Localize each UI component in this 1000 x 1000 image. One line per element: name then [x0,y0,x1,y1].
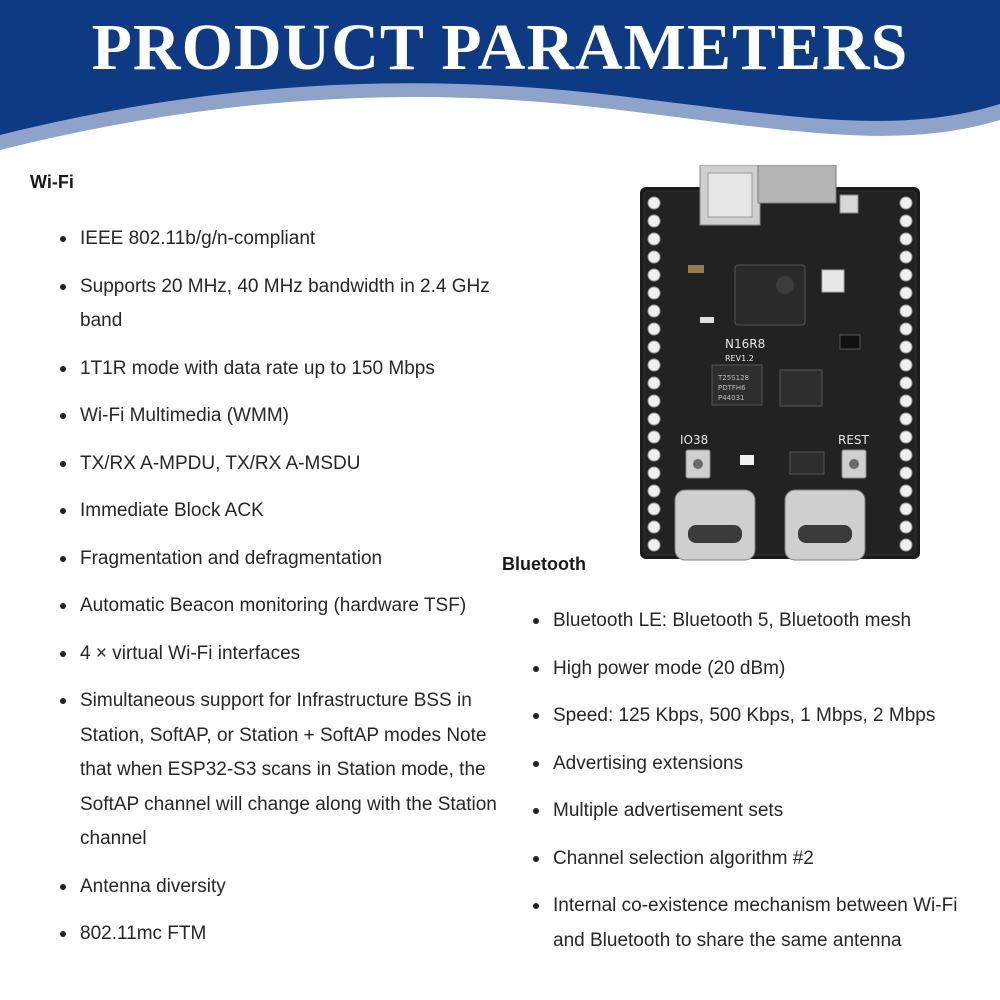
list-item: Antenna diversity [60,870,520,905]
list-item: Internal co-existence mechanism between … [533,889,993,958]
pin-header-right [899,196,913,552]
page-title: PRODUCT PARAMETERS [91,11,909,84]
chip-code-1: T25S128 [717,374,749,382]
header-banner [0,0,1000,175]
pin-hole [647,232,661,246]
pin-hole [899,232,913,246]
pin-hole [899,196,913,210]
esp32-s3-board-image: N16R8 REV1.2 T25S128 PDTFH6 P44031 IO38 … [640,165,920,561]
pin-hole [647,538,661,552]
list-item: Automatic Beacon monitoring (hardware TS… [60,589,520,624]
pin-hole [899,304,913,318]
pin-hole [899,466,913,480]
list-item: High power mode (20 dBm) [533,652,993,687]
module-label: N16R8 [725,337,765,351]
pin-hole [647,358,661,372]
pin-hole [647,394,661,408]
pin-hole [899,214,913,228]
list-item: 802.11mc FTM [60,917,520,952]
list-item: 4 × virtual Wi-Fi interfaces [60,637,520,672]
chip-code-2: PDTFH6 [718,384,746,392]
pin-hole [899,430,913,444]
list-item: Speed: 125 Kbps, 500 Kbps, 1 Mbps, 2 Mbp… [533,699,993,734]
rgb-led [740,455,754,465]
flash-chip [779,369,823,407]
list-item: Bluetooth LE: Bluetooth 5, Bluetooth mes… [533,604,993,639]
list-item: Supports 20 MHz, 40 MHz bandwidth in 2.4… [60,270,520,339]
pin-hole [647,430,661,444]
bluetooth-heading: Bluetooth [502,554,586,574]
list-item: Multiple advertisement sets [533,794,993,829]
list-item: TX/RX A-MPDU, TX/RX A-MSDU [60,447,520,482]
pin-hole [647,196,661,210]
psram-chip [711,364,763,406]
pin-hole [899,358,913,372]
pin-hole [899,502,913,516]
pin-hole [899,286,913,300]
wifi-heading: Wi-Fi [30,172,74,192]
pin-hole [899,322,913,336]
list-item: Simultaneous support for Infrastructure … [60,684,520,857]
pin-hole [647,304,661,318]
pin-header-left [647,196,661,552]
pin-hole [647,376,661,390]
pin-hole [647,268,661,282]
pin-hole [899,394,913,408]
pin-hole [899,376,913,390]
espressif-logo-icon [776,276,794,294]
pin-hole [899,412,913,426]
banner-wave-dark [0,0,1000,135]
pin-hole [647,340,661,354]
rest-label: REST [838,433,870,447]
list-item: Advertising extensions [533,747,993,782]
pin-hole [647,448,661,462]
pin-hole [899,538,913,552]
io38-label: IO38 [680,433,708,447]
bluetooth-feature-list: Bluetooth LE: Bluetooth 5, Bluetooth mes… [533,604,993,971]
pin-hole [647,466,661,480]
pin-hole [647,502,661,516]
pin-hole [899,250,913,264]
pin-hole [899,520,913,534]
chip-code-3: P44031 [718,394,745,402]
pin-hole [647,322,661,336]
pin-hole [899,448,913,462]
list-item: Wi-Fi Multimedia (WMM) [60,399,520,434]
pin-hole [899,340,913,354]
pin-hole [647,484,661,498]
pin-hole [647,412,661,426]
pin-hole [647,286,661,300]
pin-hole [899,484,913,498]
list-item: Channel selection algorithm #2 [533,842,993,877]
list-item: 1T1R mode with data rate up to 150 Mbps [60,352,520,387]
revision-label: REV1.2 [725,354,754,363]
pin-hole [647,520,661,534]
list-item: IEEE 802.11b/g/n-compliant [60,222,520,257]
list-item: Immediate Block ACK [60,494,520,529]
pin-hole [647,250,661,264]
pin-hole [899,268,913,282]
wifi-feature-list: IEEE 802.11b/g/n-compliant Supports 20 M… [60,222,520,965]
pin-hole [647,214,661,228]
esp32-chip [734,264,806,326]
list-item: Fragmentation and defragmentation [60,542,520,577]
